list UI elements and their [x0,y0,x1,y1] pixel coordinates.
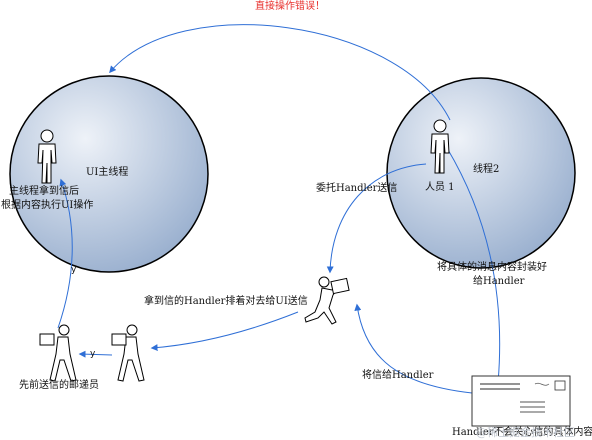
walking-postman-icon [39,324,77,382]
marker-y-upper: y [71,265,77,275]
label-package-message-1: 将具体的消息内容封装好 [437,262,547,273]
label-staff-1: 人员 1 [425,182,455,193]
arrow-package-message [446,147,502,385]
watermark: @稀土掘金技术社区 [476,426,575,439]
marker-y-lower: y [90,349,96,359]
label-direct-error: 直接操作错误！ [255,1,325,12]
running-messenger-icon [304,276,350,325]
label-previous-postman: 先前送信的邮递员 [19,380,99,391]
label-handler-no-care: Handler不会关心信的具体内容 [452,427,592,438]
stick-figure-icon [37,129,57,184]
stick-figure-icon [430,119,450,174]
ui-thread-circle [9,75,209,273]
arrow-postman-forward [78,350,113,358]
label-handler-queue: 拿到信的Handler排着对去给UI送信 [144,296,308,307]
arrow-give-to-handler [354,303,473,394]
arrow-direct-error [109,24,451,121]
envelope-icon [471,375,571,427]
label-main-thread-action-2: 根据内容执行UI操作 [1,200,94,211]
arrow-entrust-handler [326,163,427,274]
arrow-deliver-to-ui [57,178,73,329]
walking-postman-icon [111,324,145,382]
label-main-thread-action-1: 主线程拿到信后 [9,186,79,197]
label-thread2: 线程2 [473,164,500,175]
arrow-handler-queue [150,311,299,352]
label-package-message-2: 给Handler [473,276,525,287]
label-ui-thread: UI主线程 [86,167,129,178]
label-give-to-handler: 将信给Handler [362,370,434,381]
arrows [57,24,502,394]
label-entrust-handler: 委托Handler送信 [316,183,398,194]
